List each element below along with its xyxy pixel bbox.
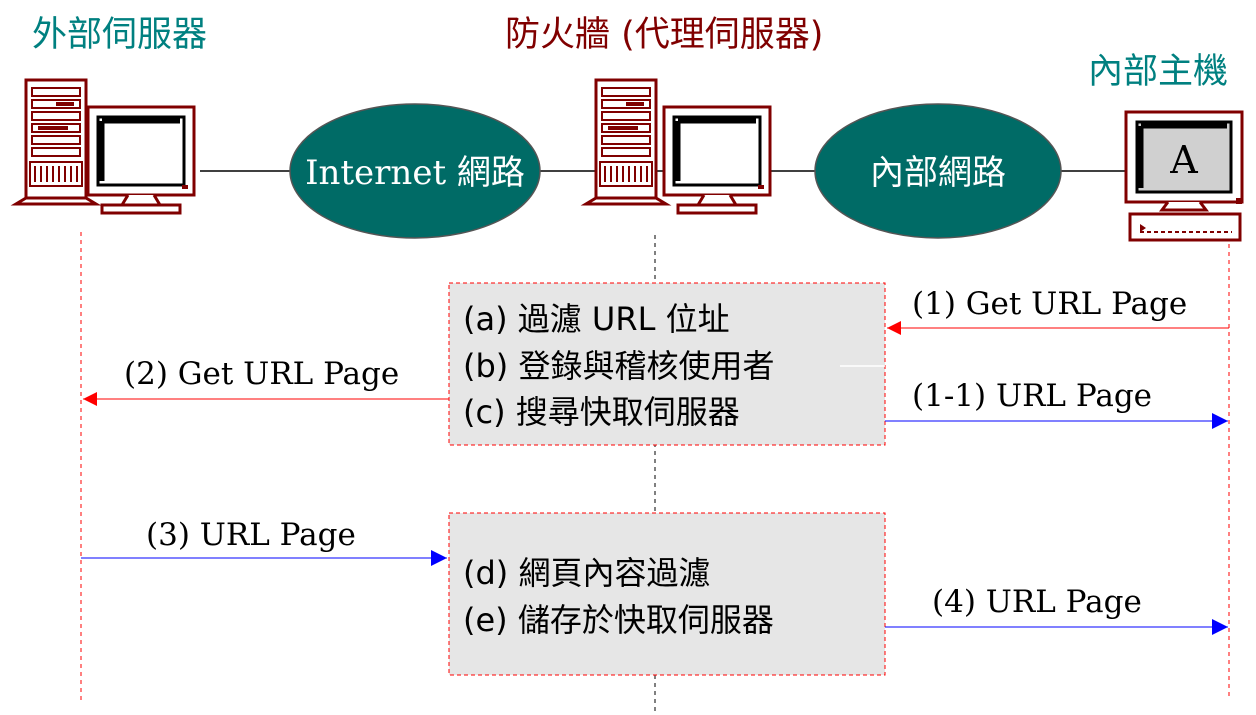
process-b-text: (b) 登錄與稽核使用者 <box>463 347 774 385</box>
filter-processing-box: (a) 過濾 URL 位址 (b) 登錄與稽核使用者 (c) 搜尋快取伺服器 <box>448 282 886 446</box>
host-screen-letter: A <box>1169 138 1198 182</box>
arrow-2-get-url: (2) Get URL Page <box>83 356 449 406</box>
firewall-proxy-title: 防火牆 (代理伺服器) <box>505 15 823 55</box>
process-a-text: (a) 過濾 URL 位址 <box>463 300 730 338</box>
arrow-4-label: (4) URL Page <box>932 584 1142 620</box>
external-server-icon <box>14 78 194 213</box>
internet-network-ellipse: Internet 網路 <box>289 103 541 239</box>
internet-network-label: Internet 網路 <box>305 153 525 193</box>
process-c-text: (c) 搜尋快取伺服器 <box>463 393 740 431</box>
external-server-title: 外部伺服器 <box>32 15 207 55</box>
arrow-3-url-page: (3) URL Page <box>81 517 447 566</box>
firewall-server-icon <box>584 78 770 213</box>
process-d-text: (d) 網頁內容過濾 <box>463 554 710 592</box>
intranet-network-ellipse: 內部網路 <box>814 103 1062 239</box>
arrow-3-label: (3) URL Page <box>146 517 356 553</box>
content-processing-box: (d) 網頁內容過濾 (e) 儲存於快取伺服器 <box>448 512 886 676</box>
arrow-1-get-url: (1) Get URL Page <box>887 286 1229 335</box>
arrow-4-url-page: (4) URL Page <box>885 584 1228 635</box>
arrow-2-label: (2) Get URL Page <box>124 356 399 392</box>
process-e-text: (e) 儲存於快取伺服器 <box>463 601 774 639</box>
arrow-1-label: (1) Get URL Page <box>912 286 1187 322</box>
intranet-network-label: 內部網路 <box>870 153 1006 193</box>
internal-host-title: 內部主機 <box>1088 52 1228 92</box>
internal-host-icon: A <box>1124 110 1244 242</box>
arrow-1-1-label: (1-1) URL Page <box>912 378 1152 414</box>
arrow-1-1-url-page: (1-1) URL Page <box>885 378 1228 429</box>
